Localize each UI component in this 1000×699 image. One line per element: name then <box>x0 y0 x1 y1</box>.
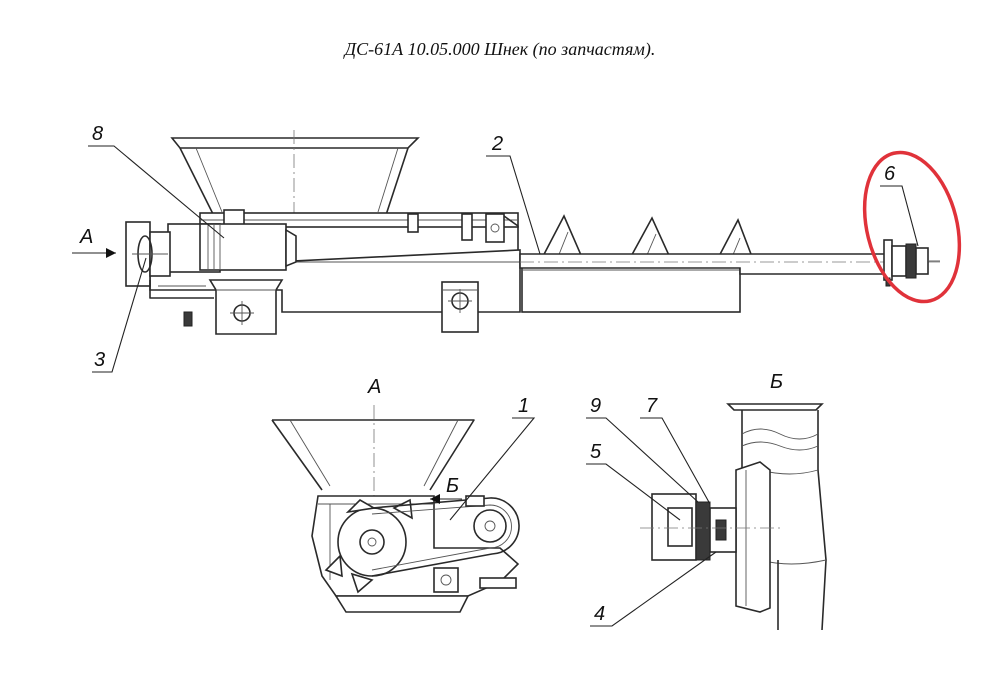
view-a: А Б 1 <box>271 376 536 613</box>
drawing-title: ДС-61А 10.05.000 Шнек (по запчастям). <box>343 39 656 60</box>
screw-trough <box>521 261 741 313</box>
view-a-b-marker: Б <box>446 475 459 497</box>
svg-text:2: 2 <box>491 133 503 155</box>
support-box-left <box>208 279 284 335</box>
svg-text:9: 9 <box>590 395 601 417</box>
screw-flights <box>538 214 756 263</box>
callout-5: 5 <box>586 441 681 521</box>
svg-text:5: 5 <box>590 441 602 463</box>
svg-text:А: А <box>79 226 93 248</box>
svg-text:8: 8 <box>92 123 103 145</box>
electric-motor <box>167 223 297 273</box>
callout-7: 7 <box>640 395 711 505</box>
callout-4: 4 <box>590 551 717 627</box>
callout-3: 3 <box>92 257 147 373</box>
end-bearing-assembly <box>883 239 940 287</box>
highlight-ring <box>862 150 962 304</box>
view-a-arrow: А <box>72 226 116 258</box>
main-side-view: А 8 2 3 6 <box>72 123 962 373</box>
callout-1: 1 <box>449 395 536 521</box>
svg-text:4: 4 <box>594 603 605 625</box>
view-a-label: А <box>367 376 381 398</box>
svg-text:3: 3 <box>94 349 105 371</box>
view-b-label: Б <box>770 371 783 393</box>
support-box-right <box>441 281 479 333</box>
drive-pulley-guard <box>125 221 214 327</box>
callout-2: 2 <box>486 133 541 255</box>
svg-text:7: 7 <box>646 395 658 417</box>
svg-text:1: 1 <box>518 395 529 417</box>
callout-9: 9 <box>586 395 699 503</box>
hopper <box>170 130 420 225</box>
callout-8: 8 <box>88 123 225 239</box>
view-b: Б 9 7 5 <box>586 371 827 631</box>
svg-text:6: 6 <box>884 163 896 185</box>
callout-6: 6 <box>880 163 919 247</box>
